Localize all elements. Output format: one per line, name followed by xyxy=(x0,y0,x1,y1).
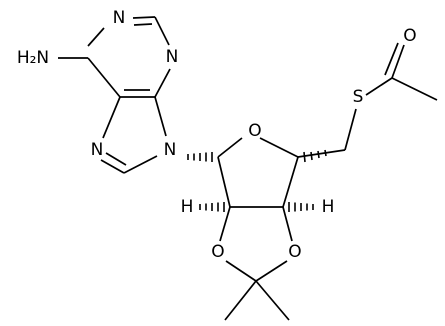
bond-o3-cq xyxy=(255,260,288,282)
hashed-bond-c1-n9 xyxy=(187,152,213,162)
atom-o-ring: O xyxy=(248,121,261,141)
bond-c5-c6 xyxy=(87,57,121,98)
bond-c3p-o3 xyxy=(282,206,293,242)
bond-c3p-c4p xyxy=(282,156,299,208)
hashed-bond-c2p-h xyxy=(199,202,225,212)
bond-n3-c4 xyxy=(154,68,171,98)
bond-c1-o xyxy=(217,137,243,158)
atom-n3: N xyxy=(166,47,179,67)
bond-c2p-o2 xyxy=(219,206,231,242)
bond-cco-o-inner xyxy=(384,42,399,76)
bond-n9-c4 xyxy=(154,96,167,137)
bond-cq-me2 xyxy=(255,280,290,321)
bond-cco-me xyxy=(391,77,438,101)
bond-c5p-s xyxy=(344,108,357,151)
atom-h2: H xyxy=(181,197,194,217)
bond-n1-c2 xyxy=(132,16,156,19)
bond-o2-cq xyxy=(225,260,257,282)
bond-c4p-c5p xyxy=(297,149,346,158)
atom-o3: O xyxy=(288,242,301,262)
atom-n7: N xyxy=(91,140,104,160)
bond-n1-c2-inner xyxy=(133,23,153,26)
bond-cco-o xyxy=(391,44,405,79)
atom-n1: N xyxy=(113,8,126,28)
bond-o-c4p xyxy=(259,137,299,158)
hashed-bond-c3p-h xyxy=(288,202,314,212)
bond-c6-n1 xyxy=(87,27,105,47)
bond-c5-n7 xyxy=(102,96,121,139)
atom-o-carbonyl: O xyxy=(403,26,416,46)
bond-layer xyxy=(58,16,438,321)
atom-h3: H xyxy=(322,197,335,217)
atom-layer: N N N N H₂N O O O S O H H xyxy=(17,8,417,262)
bond-n7-c8-inner xyxy=(105,152,127,166)
bond-c1-c2p xyxy=(217,156,231,208)
bond-cq-me1 xyxy=(224,280,257,321)
hashed-bond-c4p-c5p xyxy=(303,149,327,163)
atom-n9: N xyxy=(164,140,177,160)
bond-s-cco xyxy=(365,77,393,96)
atom-nh2: H₂N xyxy=(17,48,49,68)
stereo-layer xyxy=(187,149,327,212)
atom-o2: O xyxy=(211,242,224,262)
bond-c8-n9 xyxy=(123,155,158,174)
atom-s: S xyxy=(353,87,364,107)
bond-c2-n3 xyxy=(154,16,170,46)
bond-n7-c8 xyxy=(100,159,125,174)
